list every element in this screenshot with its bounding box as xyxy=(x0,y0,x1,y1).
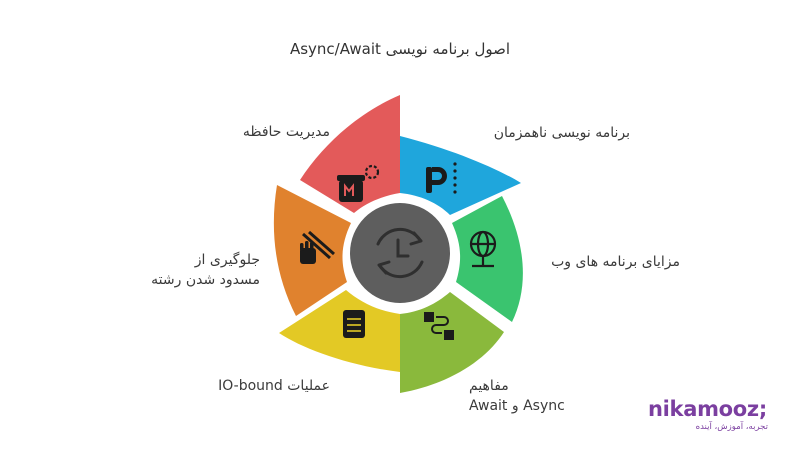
segment-io-bound xyxy=(279,290,400,372)
clock-refresh-icon xyxy=(376,227,424,279)
parking-icon xyxy=(426,162,457,194)
brand-tagline: تجربه، آموزش، آینده xyxy=(695,422,768,432)
segment-async-programming xyxy=(400,136,521,215)
memory-jar-icon xyxy=(337,164,380,202)
label-web-benefits: مزایای برنامه های وب xyxy=(551,254,680,270)
center-hub xyxy=(350,203,450,303)
label-prevent-blocking: جلوگیری از مسدود شدن رشته xyxy=(151,252,260,288)
label-async-programming: برنامه نویسی ناهمزمان xyxy=(493,125,630,141)
segment-memory-management xyxy=(300,95,400,213)
segment-web-benefits xyxy=(452,196,523,322)
globe-network-icon xyxy=(469,230,497,268)
hand-stop-icon xyxy=(300,230,335,264)
brand-name: nikamooz; xyxy=(648,397,767,421)
label-concepts: مفاهیم Async و Await xyxy=(469,378,565,414)
database-icon xyxy=(343,310,365,338)
label-memory-management: مدیریت حافظه xyxy=(242,124,330,140)
diagram-title: اصول برنامه نویسی Async/Await xyxy=(289,40,511,58)
workflow-icon xyxy=(424,312,454,340)
brand-logo: nikamooz; تجربه، آموزش، آینده xyxy=(648,398,788,433)
label-io-bound: عملیات IO-bound xyxy=(218,378,330,394)
